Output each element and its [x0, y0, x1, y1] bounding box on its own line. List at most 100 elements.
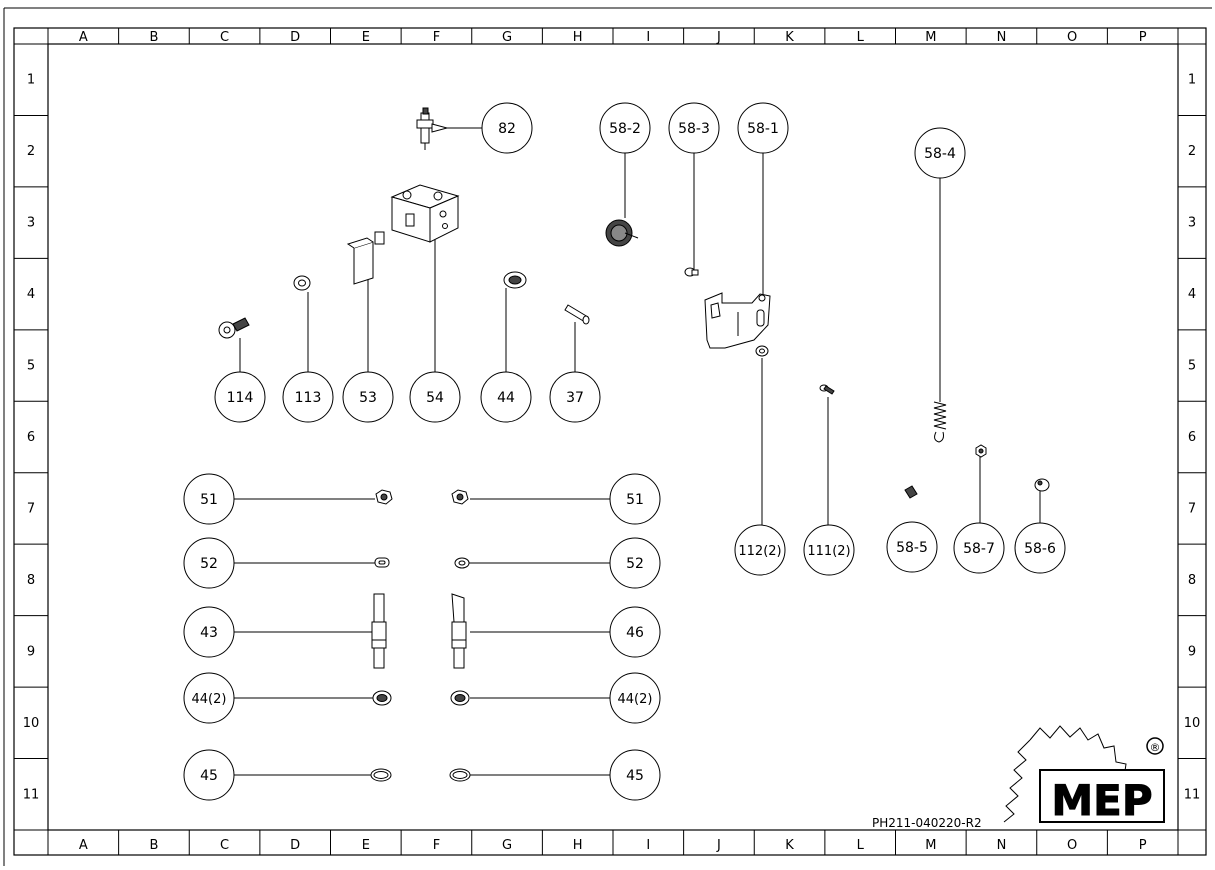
balloon-82-label: 82: [498, 121, 516, 137]
balloon-46-label: 46: [626, 625, 644, 641]
grid-col-label-top: M: [925, 30, 936, 45]
registered-mark-icon: [1146, 737, 1164, 755]
balloon-43: 43: [183, 606, 235, 658]
grid-row-label-left: 8: [27, 573, 35, 588]
balloon-45-right-label: 45: [626, 768, 644, 784]
grid-row-label-left: 11: [23, 787, 40, 802]
grid-col-label-bottom: P: [1139, 838, 1147, 853]
balloon-43-label: 43: [200, 625, 218, 641]
part-58-1-bracket: [704, 292, 771, 349]
part-45-ring-right: [449, 768, 471, 782]
part-45-ring-left: [370, 768, 392, 782]
logo-box: [1039, 769, 1165, 823]
grid-col-label-top: C: [220, 30, 229, 45]
outer-frame: [13, 27, 1207, 856]
grid-col-label-top: E: [362, 30, 370, 45]
part-58-2-brush: [605, 219, 639, 247]
grid-col-label-bottom: N: [997, 838, 1007, 853]
mep-logo: MEP ®: [1003, 725, 1165, 826]
balloon-113: 113: [282, 371, 334, 423]
balloon-54: 54: [409, 371, 461, 423]
grid-col-label-top: J: [716, 30, 721, 45]
part-58-7-nut: [975, 444, 987, 458]
balloon-44-2-right-label: 44(2): [618, 692, 653, 707]
balloon-58-4: 58-4: [914, 127, 966, 179]
grid-row-label-left: 1: [27, 73, 35, 88]
grid-col-label-top: L: [857, 30, 865, 45]
balloon-58-1: 58-1: [737, 102, 789, 154]
grid-col-label-bottom: B: [149, 838, 158, 853]
part-44-bearing-left: [372, 690, 392, 706]
balloon-37-label: 37: [566, 390, 584, 406]
balloon-54-label: 54: [426, 390, 444, 406]
part-82-fitting: [416, 107, 449, 150]
grid-row-label-right: 5: [1188, 359, 1196, 374]
grid-col-label-bottom: G: [502, 838, 512, 853]
leader-lines: [234, 127, 1041, 776]
logo-gear-icon: [1003, 725, 1127, 823]
part-53-clip: [346, 231, 385, 285]
balloon-82: 82: [481, 102, 533, 154]
grid-row-label-right: 11: [1184, 787, 1201, 802]
balloon-58-5: 58-5: [886, 521, 938, 573]
grid-row-label-right: 9: [1188, 644, 1196, 659]
balloon-58-4-label: 58-4: [924, 146, 956, 162]
part-113-washer: [293, 275, 311, 291]
balloon-44-2-left-label: 44(2): [192, 692, 227, 707]
balloon-58-6-label: 58-6: [1024, 541, 1056, 557]
balloon-52-right-label: 52: [626, 556, 644, 572]
balloon-58-6: 58-6: [1014, 522, 1066, 574]
balloon-58-2-label: 58-2: [609, 121, 641, 137]
drawing-number: PH211-040220-R2: [872, 816, 982, 830]
part-51-nut-right: [451, 489, 469, 505]
balloon-58-7: 58-7: [953, 522, 1005, 574]
grid-row-label-left: 10: [23, 716, 40, 731]
balloon-58-2: 58-2: [599, 102, 651, 154]
balloon-111-2: 111(2): [803, 524, 855, 576]
balloon-53: 53: [342, 371, 394, 423]
part-44-bearing: [503, 271, 527, 289]
balloon-112-2-label: 112(2): [738, 544, 781, 559]
grid-col-label-top: D: [290, 30, 300, 45]
grid-col-label-bottom: I: [646, 838, 650, 853]
grid-col-label-bottom: L: [857, 838, 865, 853]
part-58-5-setscrew: [904, 485, 918, 499]
grid-col-label-top: F: [433, 30, 440, 45]
part-111-screw: [819, 384, 835, 395]
balloon-52-left-label: 52: [200, 556, 218, 572]
balloon-51-right: 51: [609, 473, 661, 525]
balloon-44-2-left: 44(2): [183, 672, 235, 724]
part-52-washer-right: [454, 557, 470, 569]
grid-col-label-top: G: [502, 30, 512, 45]
part-52-washer-left: [374, 557, 390, 568]
balloon-51-left: 51: [183, 473, 235, 525]
balloon-111-2-label: 111(2): [807, 544, 850, 559]
grid-col-label-bottom: K: [785, 838, 794, 853]
grid-row-label-right: 3: [1188, 216, 1196, 231]
grid-col-label-bottom: E: [362, 838, 370, 853]
registered-mark: ®: [1150, 741, 1161, 754]
balloon-45-left-label: 45: [200, 768, 218, 784]
balloon-52-left: 52: [183, 537, 235, 589]
grid-row-label-right: 1: [1188, 73, 1196, 88]
grid-col-label-top: A: [79, 30, 88, 45]
grid-row-label-right: 6: [1188, 430, 1196, 445]
grid-row-label-left: 3: [27, 216, 35, 231]
grid-col-label-top: H: [573, 30, 583, 45]
balloon-45-left: 45: [183, 749, 235, 801]
grid-row-label-left: 6: [27, 430, 35, 445]
part-114-screw: [218, 317, 250, 339]
balloon-44-2-right: 44(2): [609, 672, 661, 724]
balloon-44-label: 44: [497, 390, 515, 406]
balloon-58-3-label: 58-3: [678, 121, 710, 137]
grid-row-label-left: 4: [27, 287, 35, 302]
grid-col-label-top: O: [1067, 30, 1077, 45]
balloon-37: 37: [549, 371, 601, 423]
grid-col-label-top: K: [785, 30, 794, 45]
balloon-58-1-label: 58-1: [747, 121, 779, 137]
balloon-113-label: 113: [295, 390, 322, 406]
grid-col-label-bottom: M: [925, 838, 936, 853]
balloon-112-2: 112(2): [734, 524, 786, 576]
